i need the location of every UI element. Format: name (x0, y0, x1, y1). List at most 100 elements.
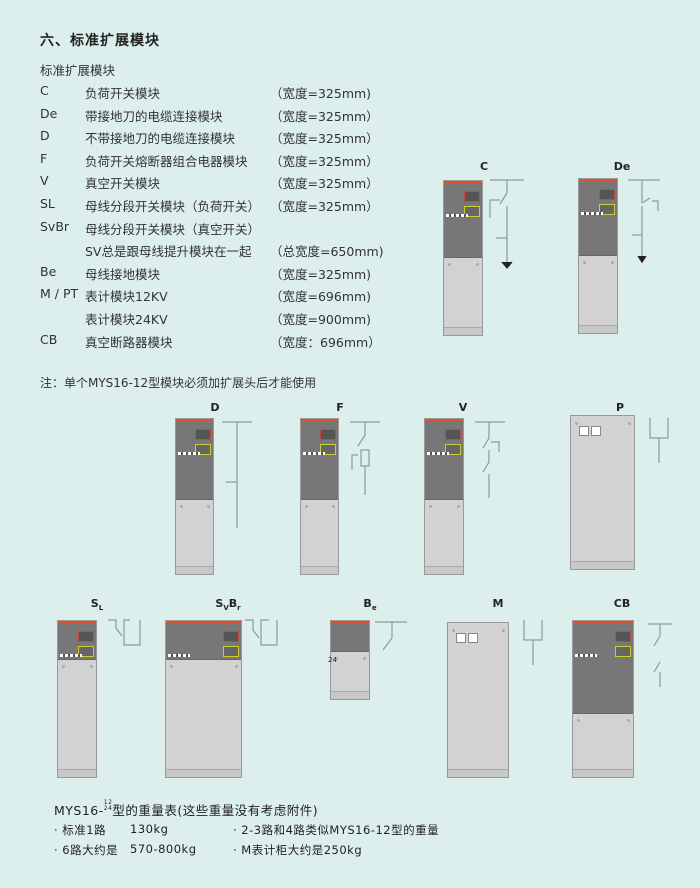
switch-indicator (445, 429, 461, 440)
indicator-lamps (178, 452, 200, 455)
diagram-v (475, 421, 505, 498)
module-width: （宽度=900mm) (270, 312, 372, 327)
cabinet-base (573, 769, 633, 777)
screw (335, 657, 338, 660)
weight-label-1: · 标准1路 (54, 823, 107, 837)
diagram-c (489, 179, 524, 269)
cabinet-be (330, 620, 370, 700)
weight-label-3: · 6路大约是 (54, 843, 119, 857)
module-desc: 负荷开关熔断器组合电器模块 (85, 153, 248, 169)
cabinet-cb (572, 620, 634, 778)
title-pre: MYS16- (54, 803, 104, 818)
meter (456, 633, 466, 643)
label-m: M (492, 597, 504, 610)
switch-indicator (615, 631, 631, 642)
diagram-sl (108, 619, 141, 646)
top-strip (301, 419, 338, 422)
screw (502, 629, 505, 632)
top-strip (444, 181, 482, 184)
label-p: P (615, 401, 625, 414)
label-v: V (458, 401, 468, 414)
screw (363, 657, 366, 660)
label-be-main: B (363, 597, 372, 610)
module-code: CB (40, 331, 58, 347)
label-svbr-v: V (223, 604, 229, 613)
indicator-lamps (581, 212, 603, 215)
cabinet-base (425, 566, 463, 574)
control-panel (331, 621, 369, 652)
title-sup2: 24 (103, 805, 113, 812)
switch-indicator (78, 631, 94, 642)
module-desc: 真空断路器模块 (85, 334, 173, 350)
cabinet-v (424, 418, 464, 575)
top-strip (331, 621, 369, 624)
module-desc: SV总是跟母线提升模块在一起 (85, 244, 252, 260)
label-be-sub: e (371, 604, 377, 613)
weight-value-1: 130kg (130, 822, 169, 836)
top-strip (176, 419, 213, 422)
section-heading: 六、标准扩展模块 (40, 33, 160, 49)
note: 注：单个MYS16-12型模块必须加扩展头后才能使用 (40, 376, 317, 390)
diagram-de (628, 179, 660, 264)
diagram-d (222, 421, 252, 528)
module-desc: 不带接地刀的电缆连接模块 (85, 131, 236, 147)
module-code: SvBr (40, 218, 70, 234)
screw (90, 665, 93, 668)
module-code: F (40, 150, 48, 166)
indicator-lamps (60, 654, 82, 657)
module-width: （总宽度=650mm) (270, 244, 384, 260)
meter (468, 633, 478, 643)
switch-indicator (223, 631, 239, 642)
screw (577, 719, 580, 722)
module-width: （宽度=325mm) (270, 86, 372, 101)
screw (583, 261, 586, 264)
label-svbr-r: r (237, 604, 241, 613)
cabinet-p (570, 415, 635, 570)
diagram-m (523, 620, 543, 665)
earth-indicator (223, 646, 239, 657)
screw (457, 505, 460, 508)
switch-indicator (464, 191, 480, 202)
screw (235, 665, 238, 668)
screw (476, 263, 479, 266)
module-desc: 表计模块12KV (85, 289, 168, 305)
screw (62, 665, 65, 668)
meter (591, 426, 601, 436)
cabinet-base (331, 691, 369, 699)
module-desc: 带接地刀的电缆连接模块 (85, 108, 223, 124)
cabinet-base (166, 769, 241, 777)
screw (611, 261, 614, 264)
top-strip (579, 179, 617, 182)
earth-indicator (445, 444, 461, 455)
cabinet-de (578, 178, 618, 334)
screw (429, 505, 432, 508)
module-code: Be (40, 263, 57, 279)
diagram-be (375, 621, 407, 651)
switch-indicator (320, 429, 336, 440)
module-width: （宽度=325mm） (270, 153, 379, 169)
label-svbr-b: B (228, 597, 238, 610)
switch-indicator (599, 189, 615, 200)
meter (579, 426, 589, 436)
diagram-p (649, 418, 669, 463)
module-desc: 母线分段开关模块（负荷开关） (85, 199, 261, 214)
diagram-svbr (245, 619, 278, 646)
label-de: De (613, 160, 631, 173)
screw (628, 422, 631, 425)
title-post: 型的重量表(这些重量没有考虑附件) (112, 803, 319, 818)
be-mark: 24 (328, 656, 337, 664)
module-desc: 负荷开关模块 (85, 86, 161, 101)
label-svbr: SVBr (215, 597, 240, 612)
earth-indicator (464, 206, 480, 217)
label-c: C (479, 160, 489, 173)
top-strip (58, 621, 96, 624)
indicator-lamps (303, 452, 325, 455)
top-strip (573, 621, 633, 624)
earth-indicator (320, 444, 336, 455)
cabinet-f (300, 418, 339, 575)
module-code: V (40, 173, 49, 189)
weight-label-2: · 2-3路和4路类似MYS16-12型的重量 (233, 823, 440, 837)
top-strip (166, 621, 241, 624)
